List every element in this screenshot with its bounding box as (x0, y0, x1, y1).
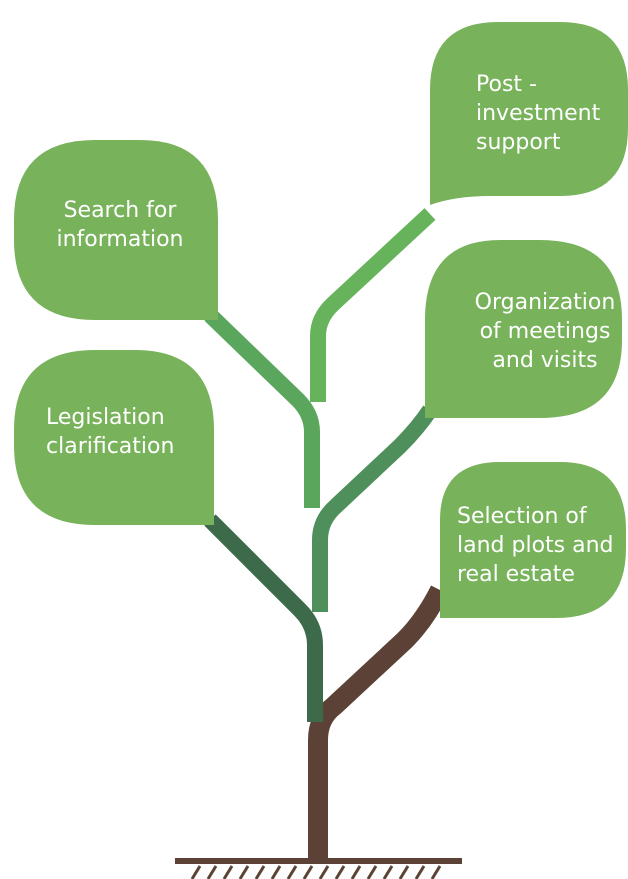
leaf-post-investment (430, 22, 628, 205)
branch-legislation (204, 514, 323, 722)
leaf-organization (425, 240, 622, 418)
branch-organization (312, 405, 437, 612)
leaf-label-selection: Selection of land plots and real estate (457, 504, 614, 587)
leaf-label-search: Search for information (56, 198, 184, 252)
branch-post-investment (310, 208, 436, 402)
trunk (308, 585, 449, 862)
leaf-selection (440, 462, 626, 618)
leaf-label-legislation: Legislation clarification (46, 405, 175, 459)
ground-hatch (190, 865, 442, 879)
leaf-label-post-investment: Post - investment support (476, 72, 601, 155)
leaf-label-organization: Organization of meetings and visits (474, 290, 616, 373)
leaf-legislation (14, 350, 214, 525)
leaf-search (14, 140, 218, 320)
branch-search (204, 309, 320, 508)
